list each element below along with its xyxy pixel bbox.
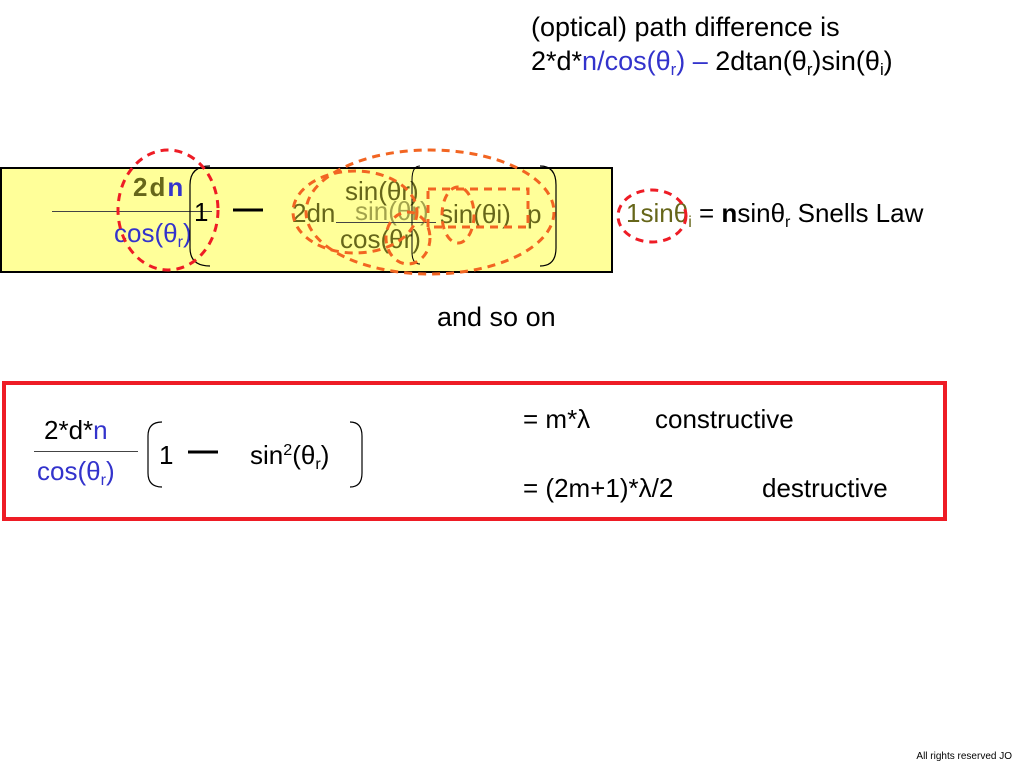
derivation-cos-theta-r: cos(θr) [340,224,421,254]
derivation-minus: — [233,192,263,225]
and-so-on-text: and so on [437,302,556,332]
heading-line-2: 2*d*n/cos(θr) – 2dtan(θr)sin(θi) [531,46,893,80]
derivation-numerator: 2dn [133,172,186,202]
derivation-fraction-bar [52,211,212,212]
heading-prefix: 2*d* [531,46,583,76]
derivation-trail: p [527,199,542,229]
copyright-footer: All rights reserved JO [916,751,1012,762]
result-denominator: cos(θr) [37,456,115,489]
constructive-label: constructive [655,404,794,434]
path-difference-heading: (optical) path difference is 2*d*n/cos(θ… [531,10,893,87]
heading-n-over-cos: n/cos(θr) – [582,46,716,80]
heading-dtan: 2dtan( [715,46,792,76]
destructive-condition: = (2m+1)*λ/2 [523,473,674,503]
constructive-condition: = m*λ [523,404,591,434]
result-sin-squared: sin2(θr) [250,440,330,473]
result-minus: — [188,434,218,467]
snells-law: 1sinθi = nsinθr Snells Law [626,198,924,231]
derivation-denominator: cos(θr) [114,218,192,251]
snells-law-label: Snells Law [790,198,924,228]
result-numerator: 2*d*n [44,415,108,445]
result-fraction-bar [34,451,138,452]
result-one: 1 [159,440,174,470]
heading-sin: sin( [821,46,865,76]
derivation-inner-bar [336,222,436,223]
derivation-ghost-2dn: 2dn [292,198,336,228]
derivation-sin-theta-i: sin(θi) [440,199,511,229]
derivation-one: 1 [194,197,209,227]
heading-line-1: (optical) path difference is [531,12,840,42]
result-box [2,381,947,521]
destructive-label: destructive [762,473,888,503]
